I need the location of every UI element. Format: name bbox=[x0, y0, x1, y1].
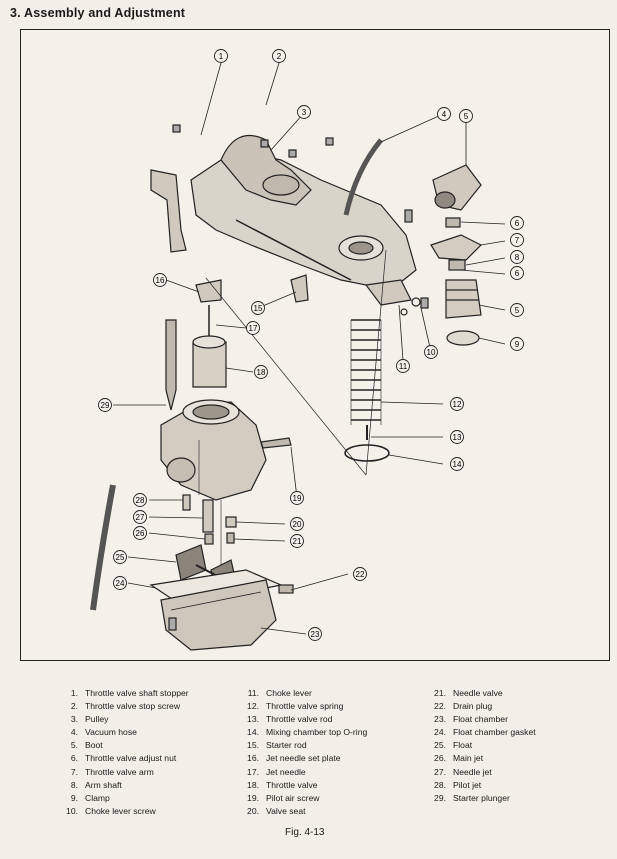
svg-text:8: 8 bbox=[515, 253, 520, 262]
needle-jet bbox=[202, 499, 214, 533]
svg-text:12: 12 bbox=[453, 400, 462, 409]
callout-17: 17 bbox=[246, 321, 260, 335]
callout-26: 26 bbox=[133, 526, 147, 540]
svg-text:15: 15 bbox=[254, 304, 263, 313]
svg-text:9: 9 bbox=[515, 340, 520, 349]
svg-text:28: 28 bbox=[136, 496, 145, 505]
svg-text:23: 23 bbox=[311, 630, 320, 639]
svg-text:14: 14 bbox=[453, 460, 462, 469]
callout-9: 9 bbox=[510, 337, 524, 351]
callout-12: 12 bbox=[450, 397, 464, 411]
svg-text:25: 25 bbox=[116, 553, 125, 562]
svg-text:10: 10 bbox=[427, 348, 436, 357]
vacuum-hose bbox=[343, 138, 383, 216]
o-ring bbox=[344, 444, 390, 462]
choke-lever bbox=[364, 279, 412, 306]
callout-29: 29 bbox=[98, 398, 112, 412]
float-chamber bbox=[160, 579, 277, 651]
svg-text:1: 1 bbox=[219, 52, 224, 61]
svg-text:11: 11 bbox=[399, 362, 408, 371]
callout-10: 10 bbox=[424, 345, 438, 359]
throttle-valve-spring bbox=[350, 319, 382, 425]
needle-valve bbox=[226, 532, 235, 544]
throttle-valve bbox=[192, 341, 227, 388]
pilot-jet bbox=[182, 494, 191, 511]
svg-text:5: 5 bbox=[515, 306, 520, 315]
callout-5: 5 bbox=[459, 109, 473, 123]
callout-4: 4 bbox=[437, 107, 451, 121]
callout-23: 23 bbox=[308, 627, 322, 641]
parts-drawing bbox=[90, 124, 483, 651]
callout-19: 19 bbox=[290, 491, 304, 505]
svg-text:5: 5 bbox=[464, 112, 469, 121]
svg-text:27: 27 bbox=[136, 513, 145, 522]
callout-24: 24 bbox=[113, 576, 127, 590]
svg-text:21: 21 bbox=[293, 537, 302, 546]
svg-text:18: 18 bbox=[257, 368, 266, 377]
callout-7: 7 bbox=[510, 233, 524, 247]
svg-text:4: 4 bbox=[442, 110, 447, 119]
callout-2: 2 bbox=[272, 49, 286, 63]
svg-text:22: 22 bbox=[356, 570, 365, 579]
figure-caption: Fig. 4-13 bbox=[285, 827, 325, 838]
callout-20: 20 bbox=[290, 517, 304, 531]
svg-text:29: 29 bbox=[101, 401, 110, 410]
carburetor-drawing: 1 2 3 4 5 6 7 8 6 5 9 10 11 12 13 14 15 … bbox=[90, 49, 524, 651]
svg-text:13: 13 bbox=[453, 433, 462, 442]
starter-plunger bbox=[165, 319, 177, 411]
parts-legend: 1.Throttle valve shaft stopper 2.Throttl… bbox=[66, 688, 536, 816]
svg-text:3: 3 bbox=[302, 108, 307, 117]
callout-25: 25 bbox=[113, 550, 127, 564]
callout-11: 11 bbox=[396, 359, 410, 373]
clamp bbox=[446, 330, 480, 346]
callout-5b: 5 bbox=[510, 303, 524, 317]
svg-text:6: 6 bbox=[515, 269, 520, 278]
callout-28: 28 bbox=[133, 493, 147, 507]
callout-18: 18 bbox=[254, 365, 268, 379]
exploded-view-diagram: 1 2 3 4 5 6 7 8 6 5 9 10 11 12 13 14 15 … bbox=[20, 29, 610, 661]
callout-16: 16 bbox=[153, 273, 167, 287]
callout-8: 8 bbox=[510, 250, 524, 264]
leader-lines bbox=[113, 62, 506, 635]
boot-lower bbox=[445, 279, 482, 319]
svg-text:26: 26 bbox=[136, 529, 145, 538]
callout-15: 15 bbox=[251, 301, 265, 315]
main-jet bbox=[204, 533, 214, 545]
svg-text:7: 7 bbox=[515, 236, 520, 245]
callout-markers: 1 2 3 4 5 6 7 8 6 5 9 10 11 12 13 14 15 … bbox=[98, 49, 524, 641]
callout-1: 1 bbox=[214, 49, 228, 63]
upper-body bbox=[190, 149, 417, 291]
choke-bracket bbox=[150, 169, 187, 253]
callout-22: 22 bbox=[353, 567, 367, 581]
callout-6b: 6 bbox=[510, 266, 524, 280]
valve-seat bbox=[225, 516, 237, 528]
svg-text:17: 17 bbox=[249, 324, 258, 333]
callout-13: 13 bbox=[450, 430, 464, 444]
callout-3: 3 bbox=[297, 105, 311, 119]
callout-14: 14 bbox=[450, 457, 464, 471]
svg-text:2: 2 bbox=[277, 52, 282, 61]
svg-text:20: 20 bbox=[293, 520, 302, 529]
svg-text:6: 6 bbox=[515, 219, 520, 228]
svg-text:16: 16 bbox=[156, 276, 165, 285]
callout-21: 21 bbox=[290, 534, 304, 548]
callout-6: 6 bbox=[510, 216, 524, 230]
callout-27: 27 bbox=[133, 510, 147, 524]
svg-text:24: 24 bbox=[116, 579, 125, 588]
overflow-tube bbox=[90, 484, 116, 611]
pulley bbox=[262, 174, 300, 196]
svg-text:19: 19 bbox=[293, 494, 302, 503]
section-heading: 3. Assembly and Adjustment bbox=[10, 6, 186, 20]
